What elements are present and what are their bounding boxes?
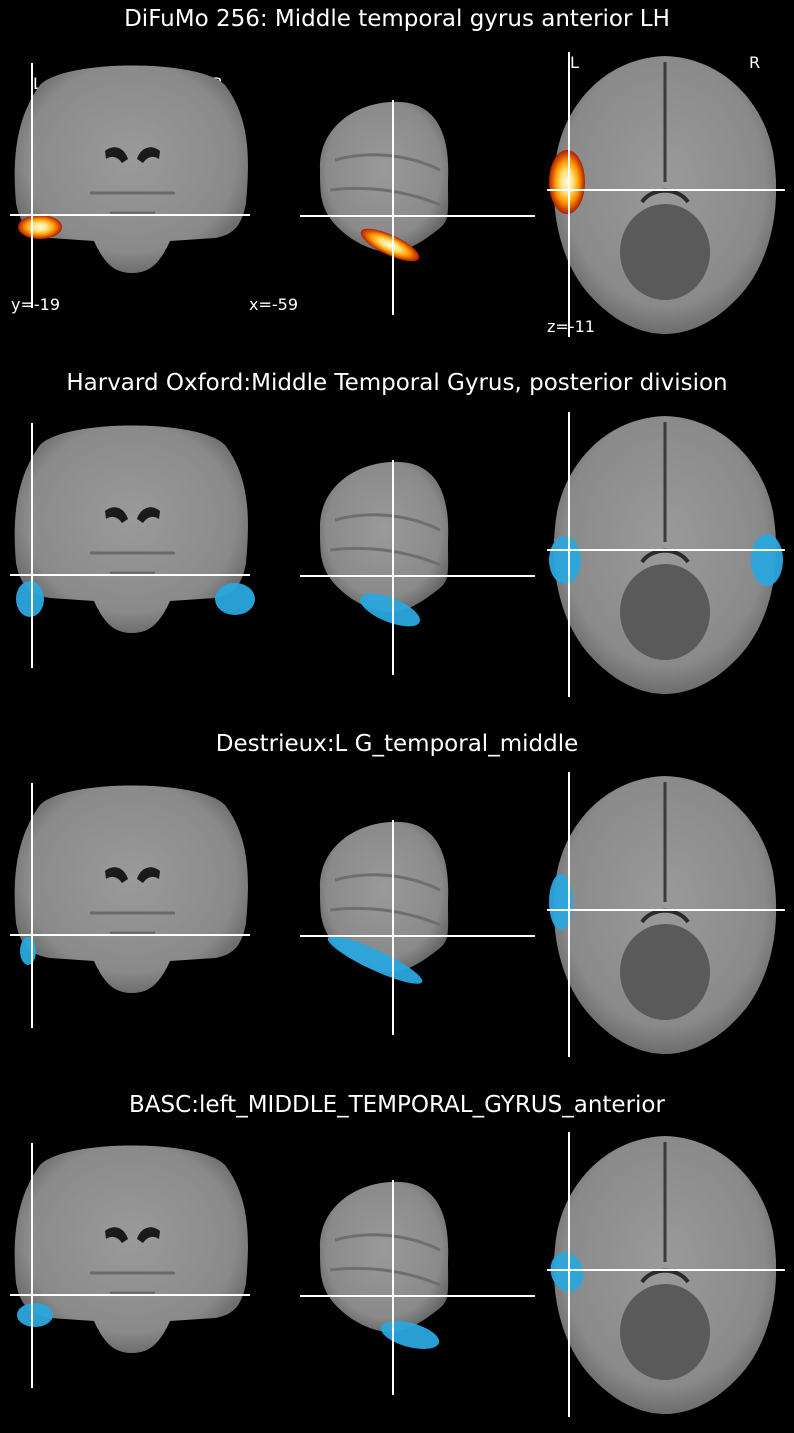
sagittal-view [300, 100, 535, 315]
brain-slice-coronal [14, 1145, 248, 1353]
orient-left-label-axial: L [570, 53, 579, 72]
atlas-region [20, 937, 36, 965]
axial-view [547, 772, 785, 1057]
axial-view [547, 1132, 785, 1417]
brain-slice-coronal [14, 65, 248, 273]
brain-slice-sagittal [319, 101, 449, 253]
coord-y-label: y=-19 [11, 295, 61, 314]
cerebellum [620, 564, 710, 660]
brain-slice-sagittal [319, 461, 449, 613]
sagittal-view [300, 820, 535, 1035]
panel-destrieux: Destrieux:L G_temporal_middle [0, 720, 794, 1080]
panel-title: Destrieux:L G_temporal_middle [215, 731, 579, 757]
atlas-region [380, 1321, 440, 1349]
brain-slice-axial [553, 776, 777, 1054]
sulci [90, 551, 175, 575]
panel-basc: BASC:left_MIDDLE_TEMPORAL_GYRUS_anterior [0, 1080, 794, 1433]
coronal-view [10, 783, 250, 1028]
coronal-view [10, 423, 255, 668]
coronal-view [10, 63, 250, 308]
cerebellum [620, 924, 710, 1020]
sulci [90, 1271, 175, 1295]
sagittal-view [300, 460, 535, 675]
panel-title: Harvard Oxford:Middle Temporal Gyrus, po… [66, 370, 728, 396]
panel-difumo: DiFuMo 256: Middle temporal gyrus anteri… [0, 0, 794, 360]
brain-slice-axial [553, 56, 777, 334]
atlas-region [751, 534, 783, 586]
activation-blob [549, 150, 585, 214]
sulci [329, 873, 441, 927]
atlas-region [16, 581, 44, 617]
ventricles [105, 147, 160, 163]
coord-z-label: z=-11 [547, 317, 595, 336]
brain-slice-axial [553, 416, 777, 694]
sagittal-view [300, 1180, 535, 1395]
sulci [329, 1233, 441, 1287]
atlas-region [215, 583, 255, 615]
brain-slice-axial [553, 1136, 777, 1414]
axial-view [547, 412, 785, 697]
activation-blob [360, 228, 420, 262]
activation-blob [18, 215, 62, 239]
atlas-region [327, 936, 423, 984]
coord-x-label: x=-59 [249, 295, 299, 314]
brain-slice-coronal [14, 785, 248, 993]
sulci [90, 911, 175, 935]
ventricles [105, 1227, 160, 1243]
panel-harvard-oxford: Harvard Oxford:Middle Temporal Gyrus, po… [0, 360, 794, 720]
atlas-region [550, 1252, 584, 1292]
ventricles [105, 867, 160, 883]
orient-right-label-axial: R [749, 53, 761, 72]
axial-view [547, 52, 785, 337]
panel-title: BASC:left_MIDDLE_TEMPORAL_GYRUS_anterior [129, 1092, 665, 1118]
atlas-region [359, 593, 421, 627]
sulci [329, 153, 441, 207]
brain-slice-sagittal [319, 1181, 449, 1333]
brain-slice-sagittal [319, 821, 449, 973]
cerebellum [620, 1284, 710, 1380]
ventricles [105, 507, 160, 523]
atlas-region [549, 874, 573, 930]
panel-title: DiFuMo 256: Middle temporal gyrus anteri… [124, 6, 670, 32]
brain-slice-coronal [14, 425, 248, 633]
cerebellum [620, 204, 710, 300]
coronal-view [10, 1143, 250, 1388]
orient-left-label: L [33, 74, 42, 93]
atlas-region [549, 536, 581, 584]
sulci [329, 513, 441, 567]
atlas-region [17, 1303, 53, 1327]
sulci [90, 191, 175, 215]
